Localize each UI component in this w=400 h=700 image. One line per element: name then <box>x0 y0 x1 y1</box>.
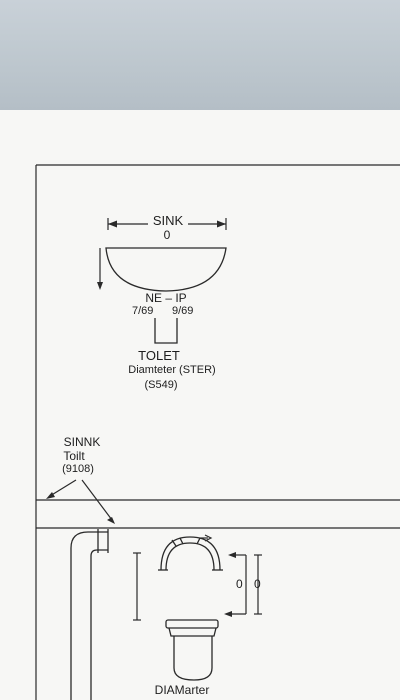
sink-drain-pipe <box>154 318 178 344</box>
trap-dimension-a: 0 <box>236 577 243 591</box>
bottom-label: DIAMarter <box>154 683 210 697</box>
drawing-sheet <box>0 110 400 700</box>
sink-drop-arrow <box>97 248 103 290</box>
toilet-subtitle: Diamteter (STER) <box>128 364 216 376</box>
callout-line-1: SINNK <box>63 435 101 449</box>
sink-dimension-arrow <box>107 218 227 230</box>
trap-right-dimensions <box>224 552 262 617</box>
sink-pipe-label: NE – IP <box>145 291 187 305</box>
trap-arch <box>158 534 223 571</box>
callout-line-3: (9108) <box>62 463 94 475</box>
callout-arrows <box>46 479 115 524</box>
callout-line-2: Toilt <box>63 449 85 463</box>
sink-basin <box>105 247 227 292</box>
trap-dimension-b: 0 <box>254 577 261 591</box>
drawing-frame <box>35 164 400 700</box>
sink-title: SINK <box>152 213 184 228</box>
toilet-code: (S549) <box>144 379 178 391</box>
background-band <box>0 0 400 116</box>
toilet-title: TOLET <box>138 348 180 363</box>
sink-measure-right: 9/69 <box>172 305 194 317</box>
sink-dimension-value: 0 <box>163 228 171 242</box>
trap-bowl-fitting <box>165 619 219 681</box>
trap-height-dimension <box>133 552 141 621</box>
elbow-pipe <box>70 529 109 700</box>
sink-measure-left: 7/69 <box>132 305 154 317</box>
